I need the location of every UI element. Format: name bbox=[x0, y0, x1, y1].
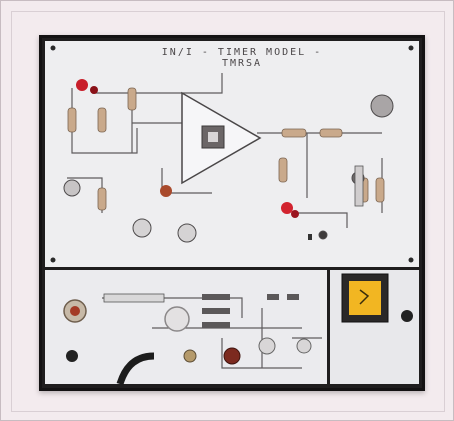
screw-icon bbox=[50, 257, 56, 263]
op-amp-symbol bbox=[181, 91, 262, 185]
yellow-terminal-block bbox=[341, 273, 389, 323]
frame-inner-border bbox=[11, 11, 445, 412]
trainer-board-drawing bbox=[45, 41, 419, 386]
red-components bbox=[76, 79, 299, 218]
screw-icon bbox=[50, 45, 56, 51]
right-components bbox=[308, 165, 364, 240]
lower-ics bbox=[103, 293, 299, 328]
trainer-board-photo: IN/I - TIMER MODEL - TMRSA bbox=[39, 35, 425, 391]
screw-icon bbox=[408, 257, 414, 263]
resistors bbox=[67, 87, 385, 211]
lower-controls bbox=[63, 299, 413, 386]
panel-title: IN/I - TIMER MODEL - TMRSA bbox=[161, 47, 323, 69]
screw-icon bbox=[408, 45, 414, 51]
